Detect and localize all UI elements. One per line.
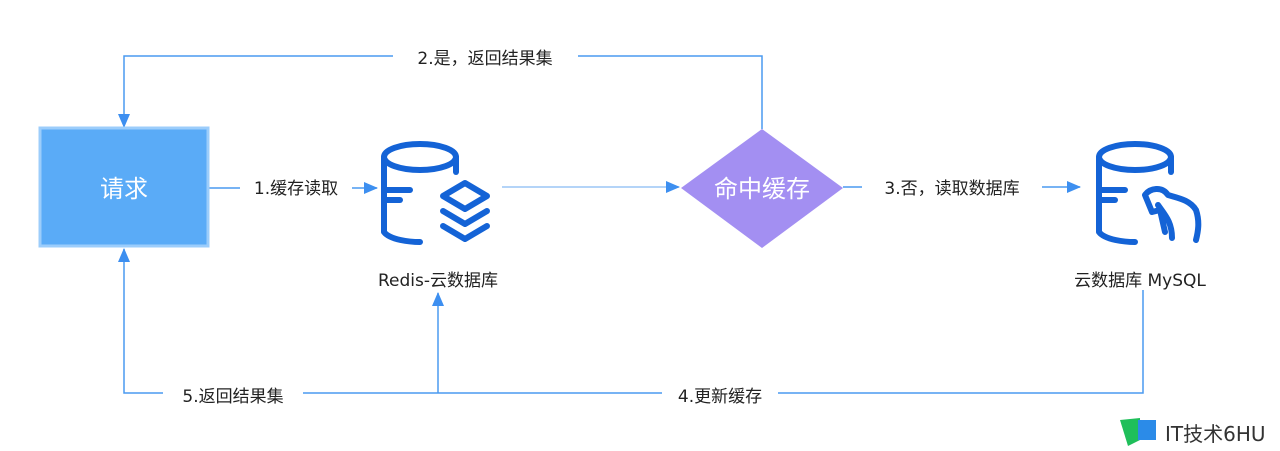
edge-label-step2: 2.是，返回结果集: [417, 49, 552, 69]
edge-step5: [118, 248, 1144, 394]
decision-node: 命中缓存: [681, 129, 843, 248]
decision-node-label: 命中缓存: [714, 175, 810, 203]
request-node: 请求: [38, 126, 210, 248]
edge-label-step3: 3.否，读取数据库: [884, 179, 1019, 199]
edge-label-step4: 4.更新缓存: [678, 387, 762, 407]
mysql-node-label: 云数据库 MySQL: [1074, 271, 1206, 291]
edge-label-step1: 1.缓存读取: [254, 179, 338, 199]
watermark: IT技术6HU: [1120, 418, 1266, 446]
edge-label-step5: 5.返回结果集: [182, 387, 283, 407]
request-node-label: 请求: [100, 175, 148, 203]
mysql-database-icon: [1096, 141, 1202, 245]
redis-database-icon: [381, 141, 490, 245]
redis-node-label: Redis-云数据库: [378, 271, 498, 291]
watermark-text: IT技术6HU: [1165, 422, 1266, 446]
